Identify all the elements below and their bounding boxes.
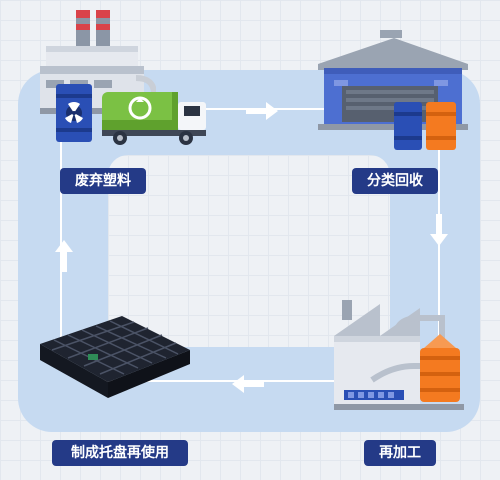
- processing-plant-icon: [332, 296, 468, 412]
- arrow-icon-down: [429, 214, 449, 248]
- stage-label-reprocess: 再加工: [364, 440, 436, 466]
- stage-label-waste-plastic: 废弃塑料: [60, 168, 146, 194]
- sorted-barrels-icon: [392, 96, 460, 152]
- stage-label-pallet-reuse: 制成托盘再使用: [52, 440, 188, 466]
- plastic-pallet-icon: [30, 310, 194, 402]
- stage-label-sort-recycle: 分类回收: [352, 168, 438, 194]
- radioactive-barrel-icon: [54, 82, 94, 144]
- warehouse-icon: [316, 30, 470, 132]
- recycling-truck-icon: [98, 86, 210, 148]
- arrow-icon-left: [230, 374, 264, 394]
- arrow-icon-up: [54, 238, 74, 272]
- arrow-icon-right: [246, 101, 280, 121]
